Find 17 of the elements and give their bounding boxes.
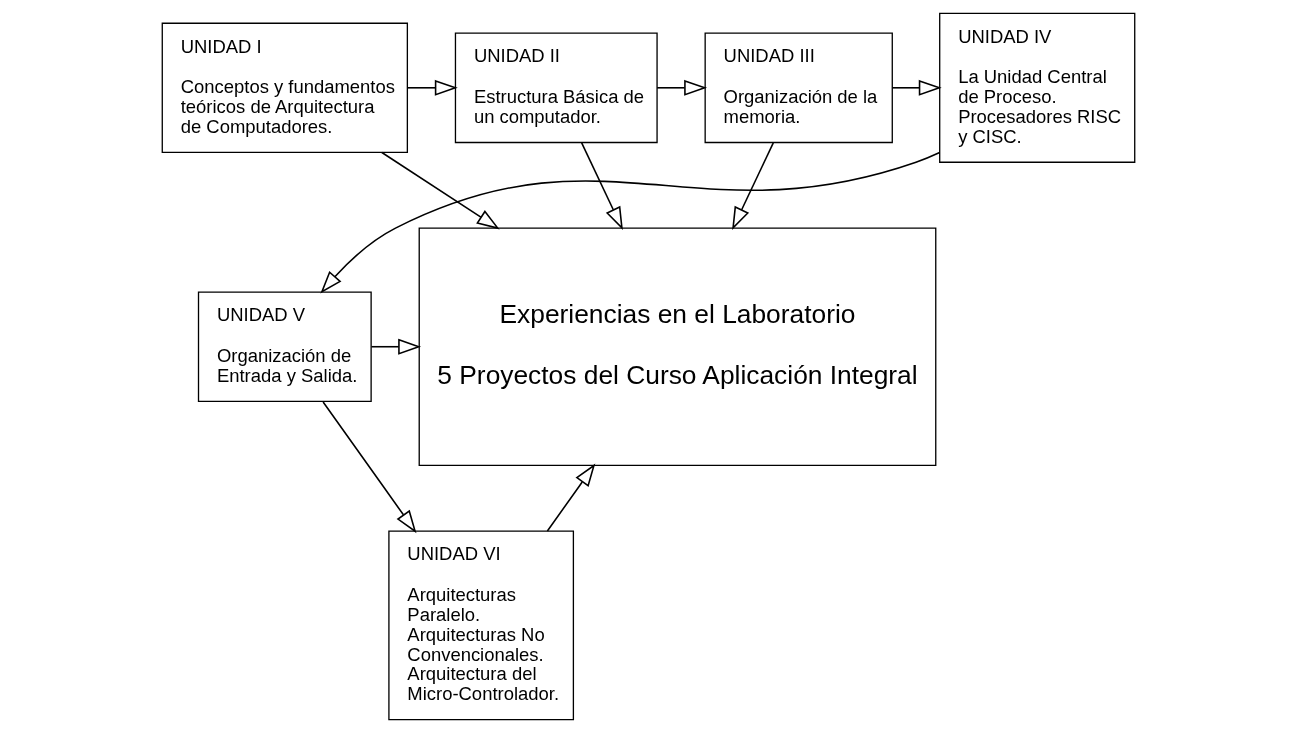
node-box: UNIDAD II Estructura Básica de un computador. [454,32,658,144]
arrow [320,151,941,294]
node-box: UNIDAD VI Arquitecturas Paralelo. Arquitecturas No Convencionales. Arquitectura del Micro-Controlador. [388,530,575,721]
arrow [891,79,942,96]
arrow [407,79,458,96]
node-box: UNIDAD IV La Unidad Central de Proceso. Procesadores RISC y CISC. [939,12,1136,163]
node-box: UNIDAD V Organización de Entrada y Salida. [197,291,372,403]
node-box: UNIDAD I Conceptos y fundamentos teóricos de Arquitectura de Computadores. [161,22,409,154]
arrow [580,142,623,231]
arrow [656,79,708,96]
node-box: UNIDAD III Organización de la memoria. [704,32,893,144]
arrow [732,142,775,231]
arrow [370,338,422,355]
arrow [546,463,596,532]
node-box: Experiencias en el Laboratorio 5 Proyectos del Curso Aplicación Integral [418,227,937,466]
arrow [322,401,417,534]
arrow [381,151,500,230]
